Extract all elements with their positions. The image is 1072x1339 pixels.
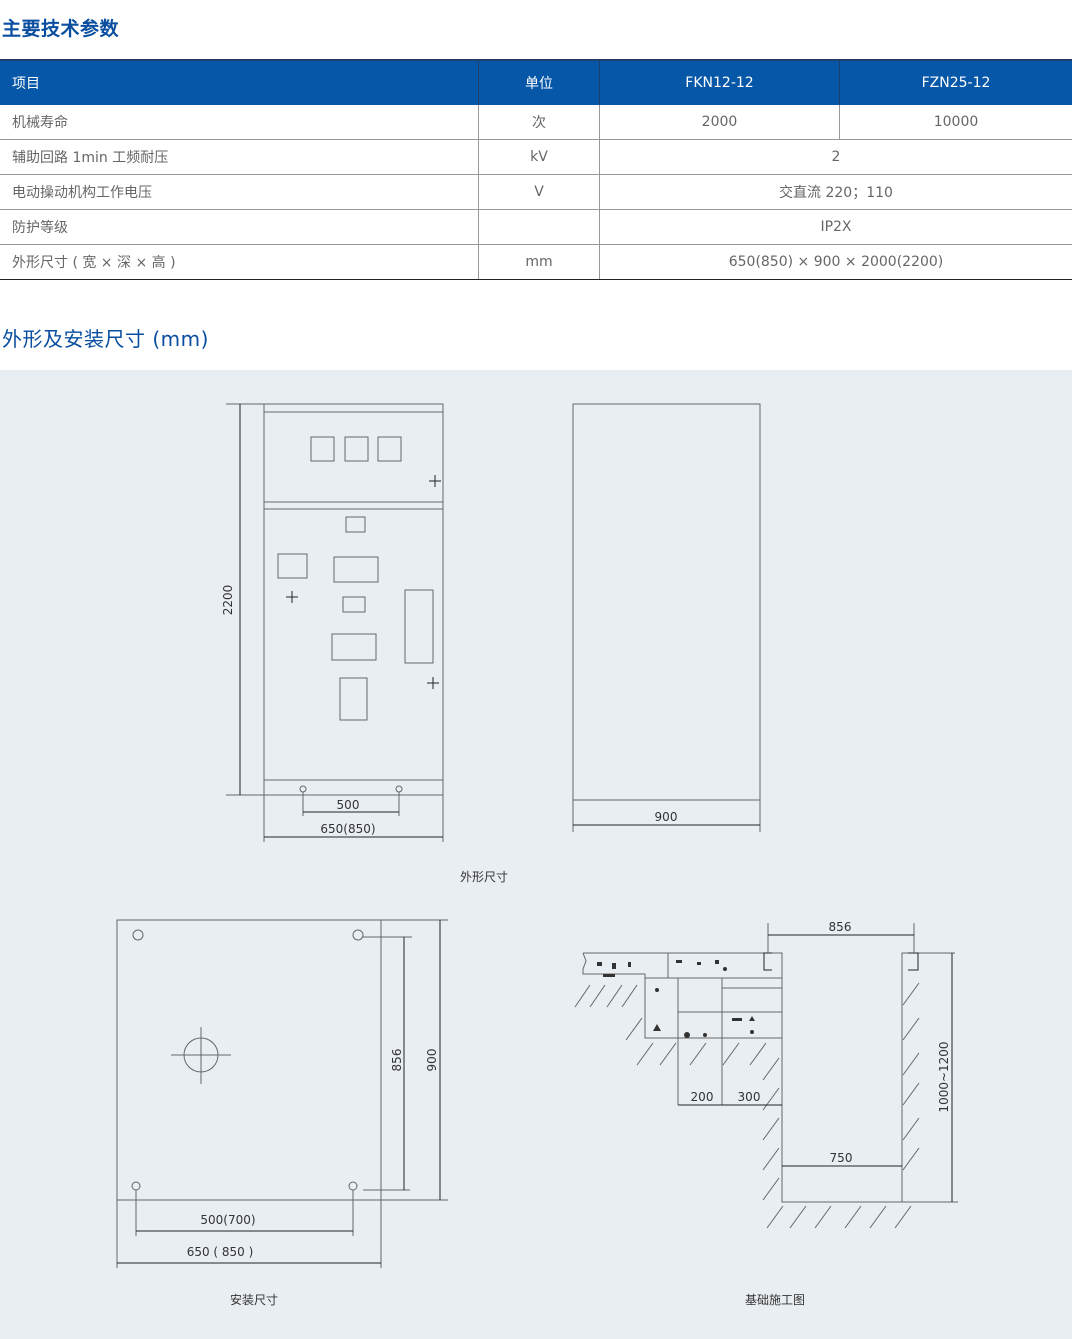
cell-value: 交直流 220；110 [599,174,1072,210]
dim-hole-spacing: 500 [337,798,360,812]
dim-depth-range: 1000~1200 [937,1041,951,1112]
table-row: 辅助回路 1min 工频耐压 kV 2 [0,139,1072,175]
dim-900: 900 [425,1049,439,1072]
drawing-panel: 2200 500 650(850) 900 外形尺寸 [0,370,1072,1339]
cell-item: 外形尺寸 ( 宽 × 深 × 高 ) [0,244,479,280]
dim-856-foundation: 856 [829,920,852,934]
table-row: 电动操动机构工作电压 V 交直流 220；110 [0,174,1072,210]
table-header-row: 项目 单位 FKN12-12 FZN25-12 [0,59,1072,105]
caption-install: 安装尺寸 [230,1292,278,1307]
foundation-drawing: 856 200 300 750 1000~1200 [574,920,958,1229]
cell-unit: V [478,174,600,210]
col-header-fzn: FZN25-12 [839,59,1072,105]
cell-fkn: 2000 [599,105,840,140]
cell-value: 650(850) × 900 × 2000(2200) [599,244,1072,280]
dim-650-850: 650 ( 850 ) [187,1245,254,1259]
caption-outline: 外形尺寸 [460,870,508,884]
cell-value: 2 [599,139,1072,175]
cell-fzn: 10000 [839,105,1072,140]
section-title-tech-params: 主要技术参数 [2,18,120,40]
cell-unit: mm [478,244,600,280]
dim-width: 650(850) [320,822,375,836]
dim-200: 200 [691,1090,714,1104]
cell-item: 防护等级 [0,209,479,245]
col-header-fkn: FKN12-12 [599,59,840,105]
table-row: 外形尺寸 ( 宽 × 深 × 高 ) mm 650(850) × 900 × 2… [0,244,1072,280]
cell-unit: 次 [478,105,600,140]
install-plan-drawing: 856 900 500(700) 650 ( 850 ) [116,919,448,1268]
dim-300: 300 [738,1090,761,1104]
cell-value: IP2X [599,209,1072,245]
col-header-unit: 单位 [478,59,600,105]
table-row: 防护等级 IP2X [0,209,1072,245]
side-view-drawing: 900 [572,403,761,832]
cell-unit: kV [478,139,600,175]
table-row: 机械寿命 次 2000 10000 [0,105,1072,140]
dim-depth: 900 [655,810,678,824]
drawings-svg: 2200 500 650(850) 900 外形尺寸 [116,403,958,1307]
front-view-drawing: 2200 500 650(850) [221,403,444,842]
dim-856: 856 [390,1049,404,1072]
tech-params-table: 项目 单位 FKN12-12 FZN25-12 机械寿命 次 2000 1000… [0,59,1072,280]
dim-height: 2200 [221,585,235,616]
dim-500-700: 500(700) [200,1213,255,1227]
cell-unit [478,209,600,245]
cell-item: 机械寿命 [0,105,479,140]
section-title-dimensions: 外形及安装尺寸 (mm) [2,327,209,351]
cell-item: 电动操动机构工作电压 [0,174,479,210]
dim-750: 750 [830,1151,853,1165]
caption-foundation: 基础施工图 [745,1293,805,1307]
col-header-item: 项目 [0,59,479,105]
cell-item: 辅助回路 1min 工频耐压 [0,139,479,175]
